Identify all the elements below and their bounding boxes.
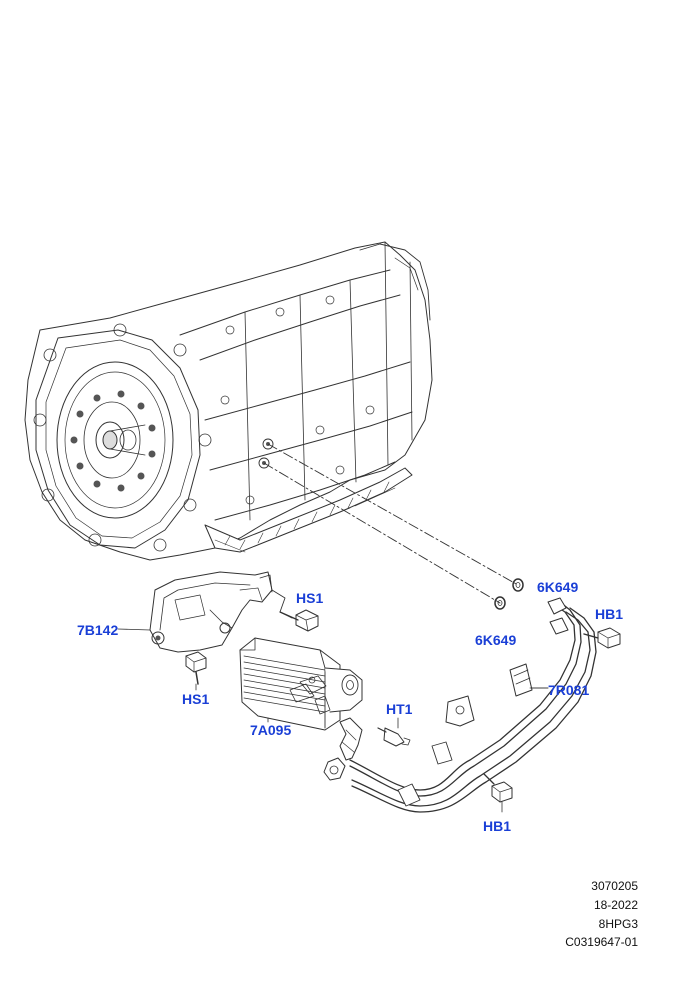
seal-ring-lower <box>494 596 506 610</box>
callout-7b142: 7B142 <box>77 622 119 638</box>
footer-date-code: 18-2022 <box>593 898 638 912</box>
alignment-leaders <box>263 443 519 604</box>
callout-ht1: HT1 <box>386 701 413 717</box>
bolt-hs1-upper <box>279 609 319 632</box>
hose-elbow <box>339 717 363 761</box>
callout-7a095: 7A095 <box>250 722 292 738</box>
bolt-hb1-lower <box>483 773 513 803</box>
seal-ring-upper <box>512 578 524 592</box>
mounting-bracket <box>149 571 273 653</box>
callout-6k649-lower: 6K649 <box>475 632 517 648</box>
bracket-leader <box>271 589 293 619</box>
cooler-pipes <box>349 597 597 813</box>
bolt-hs1-lower <box>185 651 207 685</box>
hose-clamp <box>323 757 346 781</box>
callout-7r081: 7R081 <box>548 682 590 698</box>
bolt-hb1-upper <box>583 627 621 649</box>
transmission-assembly <box>24 241 433 561</box>
callout-hb1-lower: HB1 <box>483 818 512 834</box>
footer-drawing-reference: C0319647-01 <box>565 935 638 949</box>
callout-hs1-upper: HS1 <box>296 590 324 606</box>
callout-hb1-upper: HB1 <box>595 606 624 622</box>
callout-hs1-lower: HS1 <box>182 691 210 707</box>
callout-6k649-upper: 6K649 <box>537 579 579 595</box>
oil-cooler <box>239 637 363 731</box>
footer-transmission-code: 8HPG3 <box>598 917 638 931</box>
footer-illustration-number: 3070205 <box>591 879 638 893</box>
leader-7b142 <box>117 628 151 631</box>
temperature-sensor <box>377 717 411 747</box>
